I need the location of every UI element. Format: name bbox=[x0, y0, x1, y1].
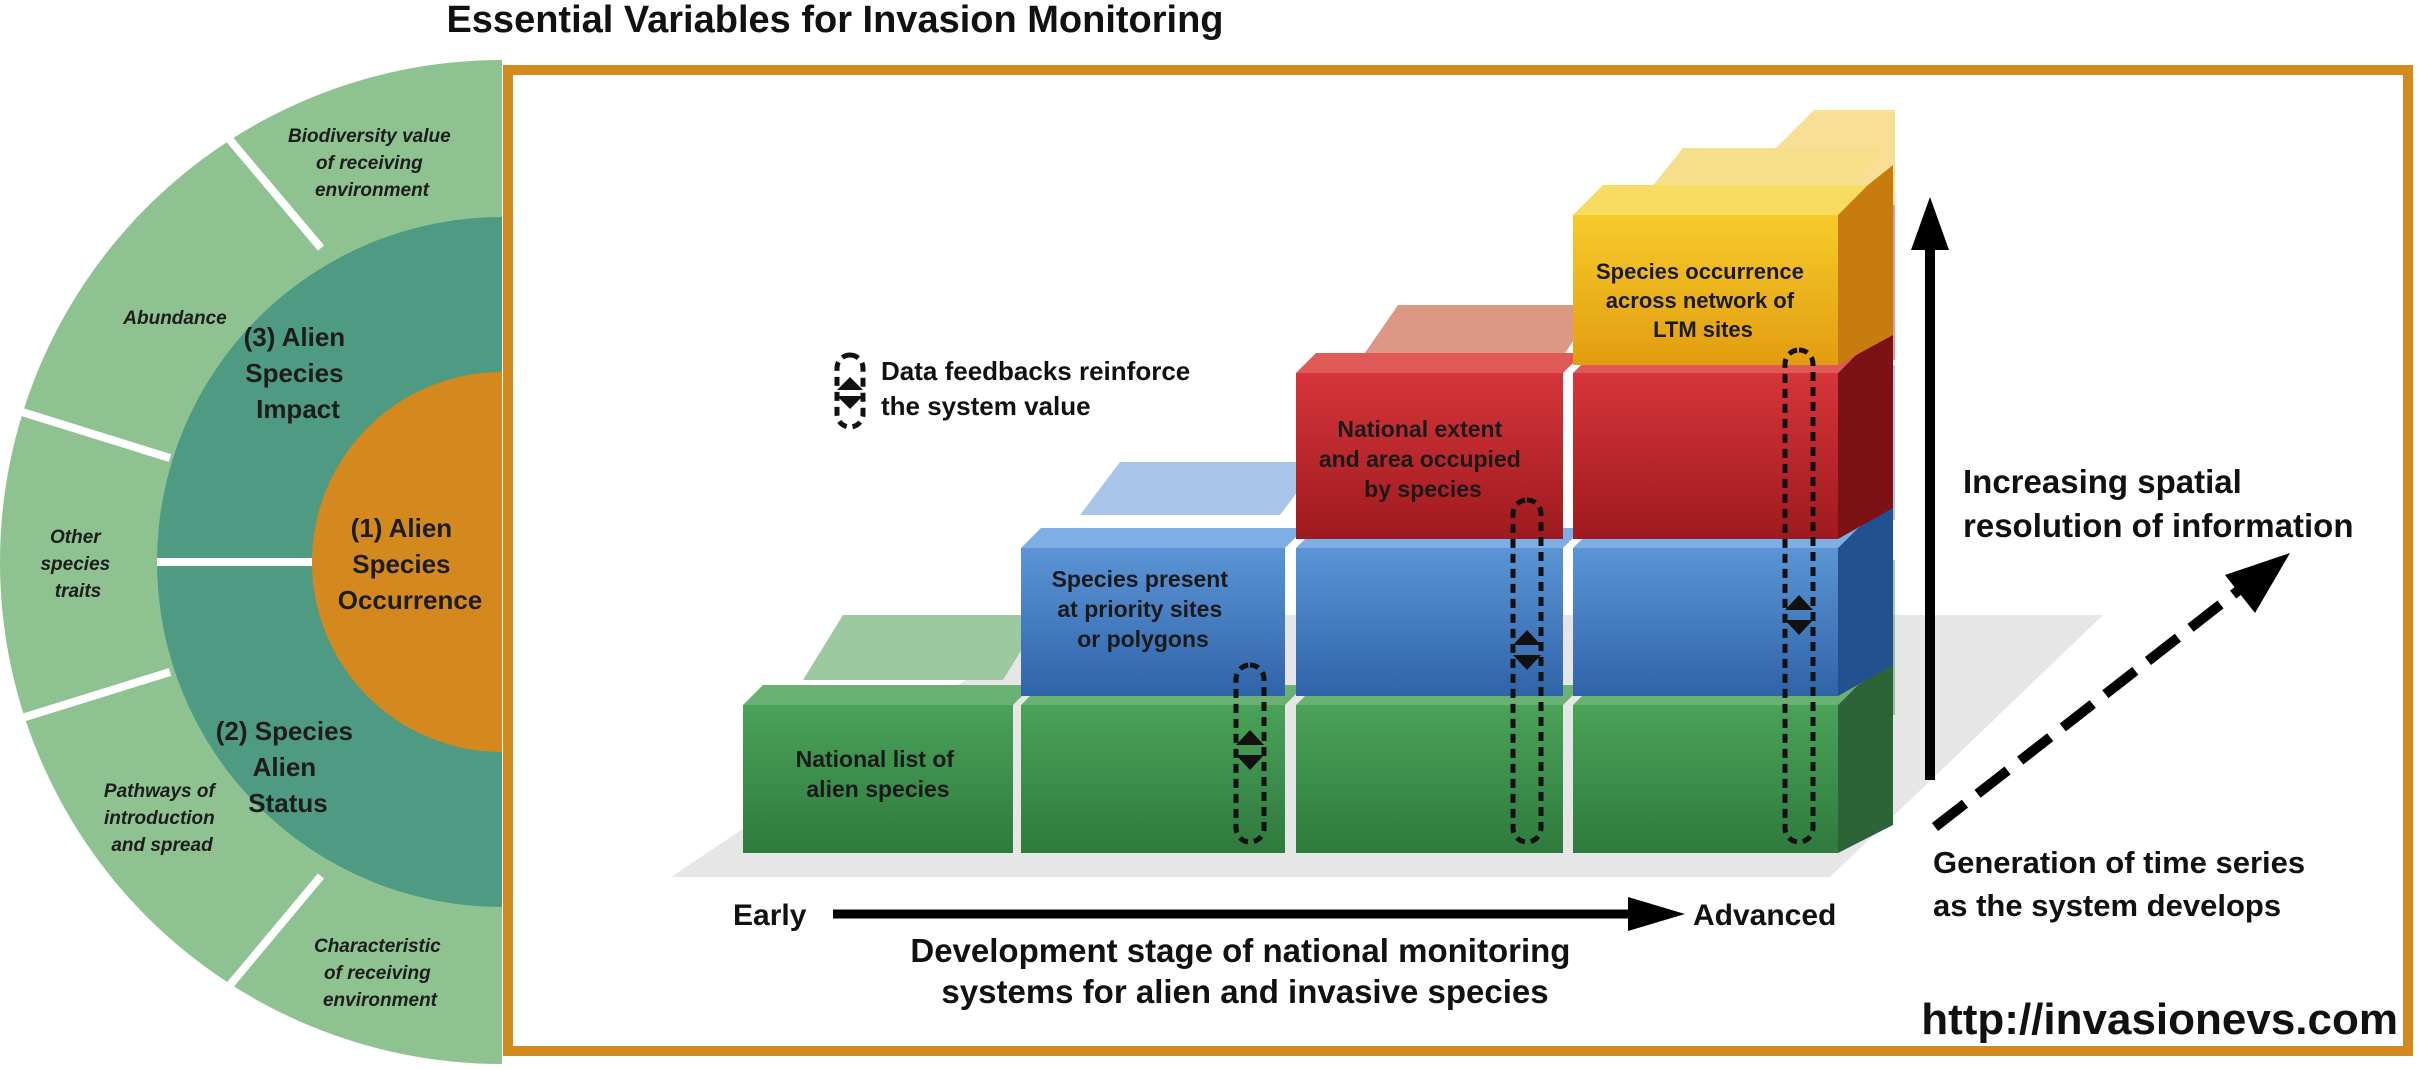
x-axis-arrowhead bbox=[1628, 897, 1685, 931]
center-circle bbox=[312, 372, 502, 752]
diagonal-arrowhead bbox=[2225, 553, 2290, 613]
legend-line-2: the system value bbox=[881, 391, 1091, 421]
outer-label-traits: Other species traits bbox=[40, 527, 115, 602]
center-line-1: (1) Alien bbox=[351, 513, 453, 543]
center-line-3: Occurrence bbox=[338, 585, 483, 615]
svg-text:Data feedbacks reinforce t: Data feedbacks reinforce the system valu… bbox=[881, 356, 1197, 421]
red-row bbox=[1296, 330, 1893, 539]
vertical-label-line-1: Increasing spatial bbox=[1963, 463, 2242, 500]
x-title-line-2: systems for alien and invasive species bbox=[941, 973, 1548, 1010]
svg-text:National extent and area o: National extent and area occupied by spe… bbox=[1319, 416, 1527, 502]
blue-block-line-3: or polygons bbox=[1077, 626, 1209, 652]
svg-text:Generation of time series: Generation of time series as the system … bbox=[1933, 845, 2314, 923]
legend-loop bbox=[834, 352, 866, 430]
diagonal-label-line-2: as the system develops bbox=[1933, 888, 2281, 923]
green-block-line-2: alien species bbox=[806, 776, 949, 802]
svg-text:Development stage of national: Development stage of national monitoring… bbox=[910, 932, 1579, 1010]
svg-text:Species present at priorit: Species present at priority sites or pol… bbox=[1052, 566, 1235, 652]
vertical-label-line-2: resolution of information bbox=[1963, 507, 2353, 544]
svg-text:(3) Alien Species Impa: (3) Alien Species Impact bbox=[244, 322, 353, 424]
yellow-row bbox=[1573, 165, 1893, 365]
ring-top-line-2: Species bbox=[245, 358, 343, 388]
outer-label-abundance: Abundance bbox=[122, 308, 227, 329]
center-line-2: Species bbox=[352, 549, 450, 579]
svg-text:(2) Species Alien Stat: (2) Species Alien Status bbox=[216, 716, 361, 818]
svg-text:(1) Alien Species Occu: (1) Alien Species Occurrence bbox=[338, 513, 483, 615]
feedback-loop-2 bbox=[1510, 497, 1544, 845]
outer-label-pathways: Pathways of introduction and spread bbox=[104, 781, 220, 856]
blue-block-line-2: at priority sites bbox=[1057, 596, 1222, 622]
yellow-block-line-2: across network of bbox=[1606, 288, 1795, 313]
feedback-loop-1 bbox=[1233, 662, 1267, 845]
website-url[interactable]: http://invasionevs.com bbox=[1921, 995, 2398, 1044]
ring-top-line-1: (3) Alien bbox=[244, 322, 346, 352]
feedback-loop-3 bbox=[1782, 347, 1816, 845]
diagonal-arrow bbox=[1931, 579, 2252, 831]
ring-bottom-line-1: (2) Species bbox=[216, 716, 353, 746]
red-ghost-top bbox=[1358, 305, 1598, 363]
vertical-arrowhead bbox=[1911, 197, 1949, 250]
yellow-block-line-1: Species occurrence bbox=[1596, 259, 1804, 284]
feedback-loops bbox=[834, 347, 1816, 845]
advanced-label: Advanced bbox=[1693, 899, 1836, 932]
svg-text:National list of alien spe: National list of alien species bbox=[796, 746, 961, 802]
svg-text:Increasing spatial resolut: Increasing spatial resolution of informa… bbox=[1963, 463, 2353, 544]
red-block-line-1: National extent bbox=[1337, 416, 1502, 442]
green-ghost-top bbox=[803, 615, 1043, 680]
staircase-diagram: National list of alien species Species p… bbox=[671, 110, 2353, 1010]
blue-block-line-1: Species present bbox=[1052, 566, 1229, 592]
diagonal-label-line-1: Generation of time series bbox=[1933, 845, 2305, 880]
ring-bottom-line-3: Status bbox=[248, 788, 327, 818]
feedback-arrowheads bbox=[837, 377, 1813, 770]
outer-divider-1 bbox=[226, 137, 325, 251]
legend-line-1: Data feedbacks reinforce bbox=[881, 356, 1190, 386]
x-title-line-1: Development stage of national monitoring bbox=[910, 932, 1570, 969]
page-title: Essential Variables for Invasion Monitor… bbox=[446, 0, 1224, 41]
outer-divider-2 bbox=[20, 408, 172, 462]
ev-wheel: (1) Alien Species Occurrence (3) Alien S… bbox=[0, 60, 502, 1064]
blue-row bbox=[1021, 505, 1893, 696]
early-label: Early bbox=[733, 899, 807, 932]
green-block-line-1: National list of bbox=[796, 746, 955, 772]
red-block-line-2: and area occupied bbox=[1319, 446, 1521, 472]
outer-divider-4 bbox=[226, 873, 325, 988]
svg-text:Species occurrence across: Species occurrence across network of LTM… bbox=[1596, 259, 1810, 342]
outer-label-characteristic: Characteristic of receiving environment bbox=[314, 936, 446, 1011]
ring-bottom-line-2: Alien bbox=[253, 752, 317, 782]
ring-top-line-3: Impact bbox=[256, 394, 340, 424]
red-block-line-3: by species bbox=[1364, 476, 1482, 502]
yellow-block-line-3: LTM sites bbox=[1653, 317, 1753, 342]
outer-divider-3 bbox=[20, 668, 172, 722]
outer-label-biodiversity: Biodiversity value of receiving environm… bbox=[288, 126, 456, 201]
blue-ghost-top bbox=[1080, 462, 1320, 515]
